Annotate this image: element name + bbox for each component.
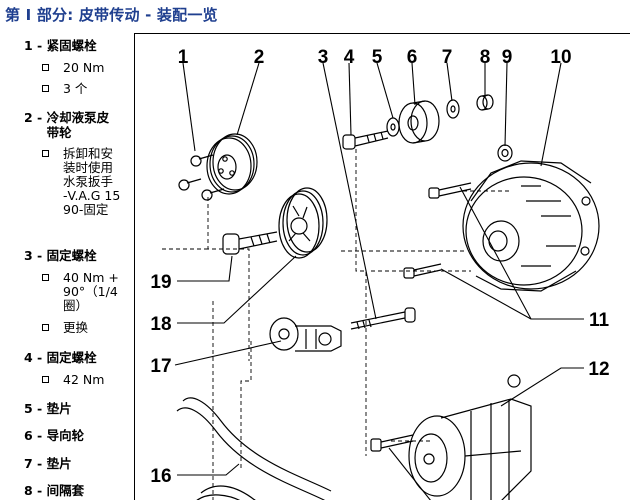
bullet-icon bbox=[42, 64, 49, 71]
alternator-bolts bbox=[403, 182, 472, 279]
callout-3: 3 bbox=[318, 47, 329, 68]
idler-bolt bbox=[342, 130, 389, 150]
long-fixing-bolt bbox=[350, 307, 416, 330]
callout-16: 16 bbox=[150, 466, 171, 487]
callout-10: 10 bbox=[550, 47, 571, 68]
legend-item-1: 1 - 紧固螺栓 bbox=[24, 38, 97, 53]
callout-5: 5 bbox=[372, 47, 383, 68]
callout-4: 4 bbox=[344, 47, 355, 68]
callout-17: 17 bbox=[150, 356, 171, 377]
bullet-icon bbox=[42, 376, 49, 383]
ribbed-belt bbox=[176, 397, 332, 500]
legend-item-8: 8 - 间隔套 bbox=[24, 483, 85, 498]
callout-19: 19 bbox=[150, 272, 171, 293]
bullet-icon bbox=[42, 274, 49, 281]
legend-item-number: 3 - bbox=[24, 248, 43, 263]
alternator-sleeve bbox=[497, 144, 513, 162]
legend-item-name: 紧固螺栓 bbox=[46, 38, 97, 53]
legend-item-number: 2 - bbox=[24, 110, 43, 125]
washer-5 bbox=[386, 117, 400, 137]
legend-item-4: 4 - 固定螺栓 bbox=[24, 350, 97, 365]
idler-wheel bbox=[398, 100, 440, 144]
legend-item-name: 冷却液泵皮带轮 bbox=[46, 110, 110, 140]
bullet-icon bbox=[42, 150, 49, 157]
spacer-sleeve bbox=[476, 94, 494, 111]
legend-item-name: 固定螺栓 bbox=[46, 350, 97, 365]
leader-lines bbox=[174, 62, 584, 500]
legend-item-6: 6 - 导向轮 bbox=[24, 428, 85, 443]
washer-7 bbox=[446, 99, 460, 119]
callout-8: 8 bbox=[480, 47, 491, 68]
callout-18: 18 bbox=[150, 314, 171, 335]
legend-item-number: 4 - bbox=[24, 350, 43, 365]
bolt-part-19 bbox=[222, 231, 278, 255]
parts-legend: 1 - 紧固螺栓 20 Nm 3 个 2 - 冷却液泵皮带轮 拆卸和安装时使用水… bbox=[24, 38, 121, 498]
legend-item-5: 5 - 垫片 bbox=[24, 401, 72, 416]
callout-6: 6 bbox=[407, 47, 418, 68]
bullet-icon bbox=[42, 85, 49, 92]
legend-item-2: 2 - 冷却液泵皮带轮 bbox=[24, 110, 113, 140]
ac-compressor bbox=[408, 374, 532, 500]
callout-11: 11 bbox=[589, 310, 610, 331]
legend-item-name: 固定螺栓 bbox=[46, 248, 97, 263]
callout-1: 1 bbox=[178, 47, 189, 68]
legend-item-7: 7 - 垫片 bbox=[24, 456, 72, 471]
callout-labels: 1 2 3 4 5 6 7 8 9 10 11 12 16 17 18 19 bbox=[150, 47, 609, 487]
callout-2: 2 bbox=[254, 47, 265, 68]
legend-item-number: 1 - bbox=[24, 38, 43, 53]
callout-12: 12 bbox=[588, 359, 609, 380]
callout-9: 9 bbox=[502, 47, 513, 68]
legend-item-3: 3 - 固定螺栓 bbox=[24, 248, 97, 263]
compressor-bolt bbox=[370, 434, 414, 452]
belt-tensioner bbox=[269, 317, 342, 352]
callout-7: 7 bbox=[442, 47, 453, 68]
alignment-lines bbox=[161, 149, 511, 500]
bullet-icon bbox=[42, 324, 49, 331]
exploded-view-diagram: 1 2 3 4 5 6 7 8 9 10 11 12 16 17 18 19 bbox=[134, 33, 630, 500]
coolant-pump-pulley bbox=[206, 133, 258, 195]
alternator bbox=[462, 160, 600, 292]
belt-drive-illustration: 1 2 3 4 5 6 7 8 9 10 11 12 16 17 18 19 bbox=[150, 47, 610, 500]
page-title: 第 I 部分: 皮带传动 - 装配一览 bbox=[5, 6, 218, 24]
tensioner-pulley bbox=[278, 187, 328, 259]
